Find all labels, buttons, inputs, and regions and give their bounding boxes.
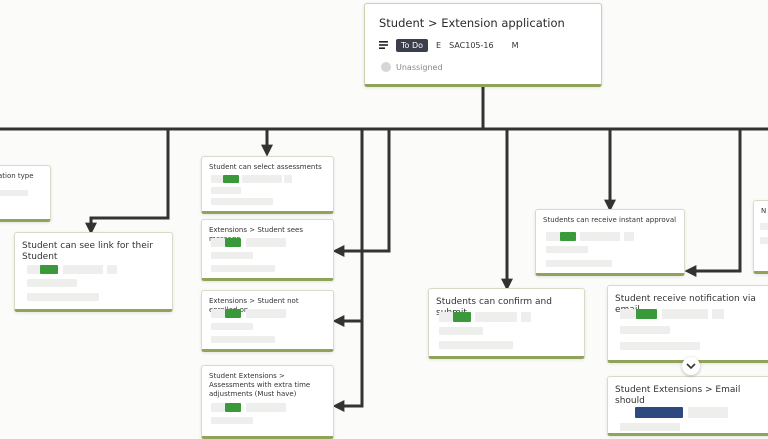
card-title: Student Extensions > Assessments with ex… <box>209 372 311 398</box>
avatar <box>381 62 391 72</box>
status-bar <box>636 309 657 319</box>
story-card[interactable]: Student can see link for their Student <box>14 232 173 312</box>
card-title: Students can receive instant approval <box>543 216 677 224</box>
story-card[interactable]: Students can confirm and submit <box>428 288 585 359</box>
story-card[interactable]: ation type <box>0 165 51 222</box>
story-card[interactable]: Extensions > Student not enrolled on <box>201 290 334 352</box>
story-card[interactable]: Students can receive instant approval <box>535 209 685 276</box>
card-title: ation type <box>0 172 34 180</box>
card-title: Student can select assessments <box>209 163 322 171</box>
story-card[interactable]: Student receive notification via email <box>607 285 768 363</box>
status-bar <box>225 238 241 247</box>
card-title: Student Extensions > Email should <box>615 385 741 406</box>
story-card[interactable]: N <box>753 200 768 274</box>
card-title: Student can see link for their Student <box>22 241 153 262</box>
story-card[interactable]: Student Extensions > Email should <box>607 376 768 436</box>
status-bar <box>635 407 683 418</box>
status-bar <box>225 309 241 318</box>
root-meta: To Do E SAC105-16 M <box>379 37 518 53</box>
status-bar <box>223 175 239 183</box>
card-title: N <box>761 207 767 215</box>
type-code: E <box>436 40 442 50</box>
status-bar <box>40 265 58 274</box>
story-card[interactable]: Student Extensions > Assessments with ex… <box>201 365 334 439</box>
assignee[interactable]: Unassigned <box>381 62 443 72</box>
menu-lines-icon[interactable] <box>379 41 388 49</box>
status-bar <box>560 232 576 241</box>
priority: M <box>511 40 519 50</box>
story-card[interactable]: Student can select assessments <box>201 156 334 214</box>
status-badge[interactable]: To Do <box>396 38 429 52</box>
status-bar <box>453 312 471 322</box>
root-card[interactable]: Student > Extension application To Do E … <box>364 3 602 87</box>
assignee-label: Unassigned <box>396 62 443 72</box>
chevron-down-icon[interactable] <box>682 357 700 375</box>
ticket-id[interactable]: SAC105-16 <box>449 40 494 50</box>
root-title[interactable]: Student > Extension application <box>379 16 565 30</box>
story-card[interactable]: Extensions > Student sees message <box>201 219 334 281</box>
status-bar <box>225 403 241 412</box>
